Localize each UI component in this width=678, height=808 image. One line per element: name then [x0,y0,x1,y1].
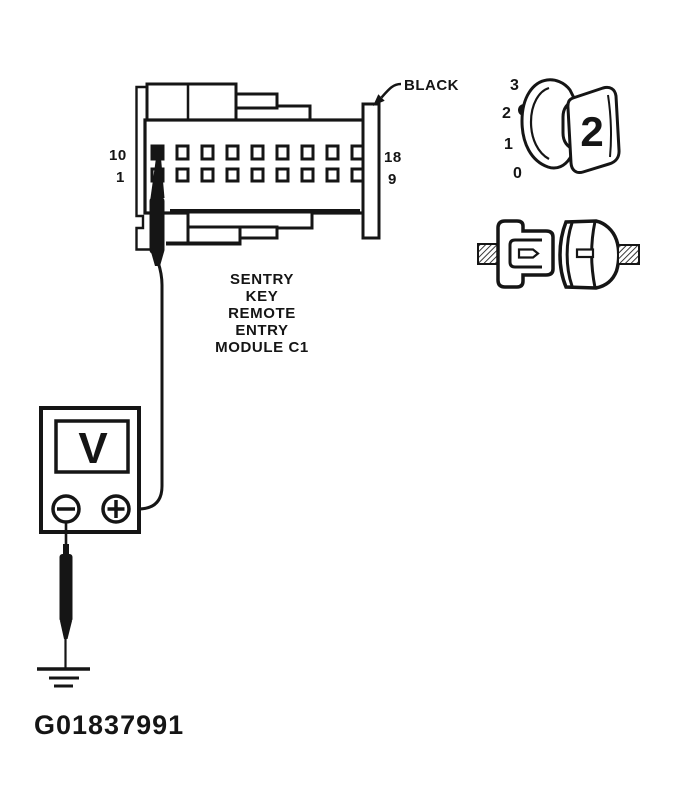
key-number-label: 2 [580,108,603,155]
ground-symbol-icon [37,667,90,688]
connector-pin [225,144,240,161]
inline-connector-icon [477,219,640,290]
connector-bottom-tab-left [186,225,242,246]
connector-body [143,118,370,215]
connector-pin [200,167,215,183]
positive-lead-wire [129,261,164,511]
connector-pin [325,167,340,183]
connector-bottom-tab-small [238,225,279,240]
figure-id-label: G01837991 [34,710,184,740]
voltmeter: V [39,406,141,534]
pin-label-bottom-right: 9 [388,171,397,188]
connector-pin [225,167,240,183]
module-name-line: KEY [246,288,279,305]
wire-color-callout: BLACK [373,77,459,106]
connector-pin [275,167,290,183]
probe-taper [151,252,164,266]
callout-arrowhead-icon [373,94,385,106]
female-connector-tab [575,248,595,259]
voltmeter-display [54,419,130,474]
ground-lead [37,522,90,688]
probe-needle [150,158,165,198]
connector-pin [250,144,265,161]
connector-pin [275,144,290,161]
ignition-position-1: 1 [504,136,513,153]
probe-body [149,197,165,254]
ground-probe-tip [63,544,69,555]
connector-pin [350,144,365,161]
ignition-position-0: 0 [513,165,522,182]
connector-pin [325,144,340,161]
wire-color-label: BLACK [404,77,459,94]
connector-top-tab-small [233,92,279,110]
terminal-tongue-icon [517,248,540,259]
terminal-fork-icon [508,238,542,269]
connector-left-bracket [135,85,154,251]
key-head-inner-line [607,94,613,158]
module-name-line: SENTRY [230,271,294,288]
ignition-position-3: 3 [510,77,519,94]
pin-label-top-left: 10 [109,147,127,164]
lock-cylinder-inner-line [529,86,550,160]
pin-label-bottom-left: 1 [116,169,125,186]
ground-probe-body [59,554,73,622]
callout-leader-line [380,82,402,99]
module-name-line: REMOTE [228,305,296,322]
ground-probe-taper [60,621,72,639]
module-name-label: SENTRY KEY REMOTE ENTRY MODULE C1 [215,271,309,356]
module-name-line: MODULE C1 [215,339,309,356]
ignition-position-2: 2 [502,105,511,122]
module-connector [135,82,381,251]
connector-pin [200,144,215,161]
connector-pin [350,167,365,183]
ignition-key-position-icon: 3 2 1 0 2 [502,77,621,182]
connector-right-cap [361,102,381,240]
right-wire-stub [617,244,640,265]
connector-pin [175,167,190,183]
positive-test-probe [129,147,165,511]
connector-pin [300,167,315,183]
voltmeter-display-letter: V [78,424,108,473]
connector-top-tab-left [145,82,238,124]
connector-pin [175,144,190,161]
probe-tip [153,147,162,158]
pin-label-top-right: 18 [384,149,402,166]
female-connector-bulge-line [565,222,574,287]
connector-pin [300,144,315,161]
left-wire-stub [477,243,500,265]
connector-pin [250,167,265,183]
key-head-shape [566,85,621,174]
module-name-line: ENTRY [235,322,288,339]
